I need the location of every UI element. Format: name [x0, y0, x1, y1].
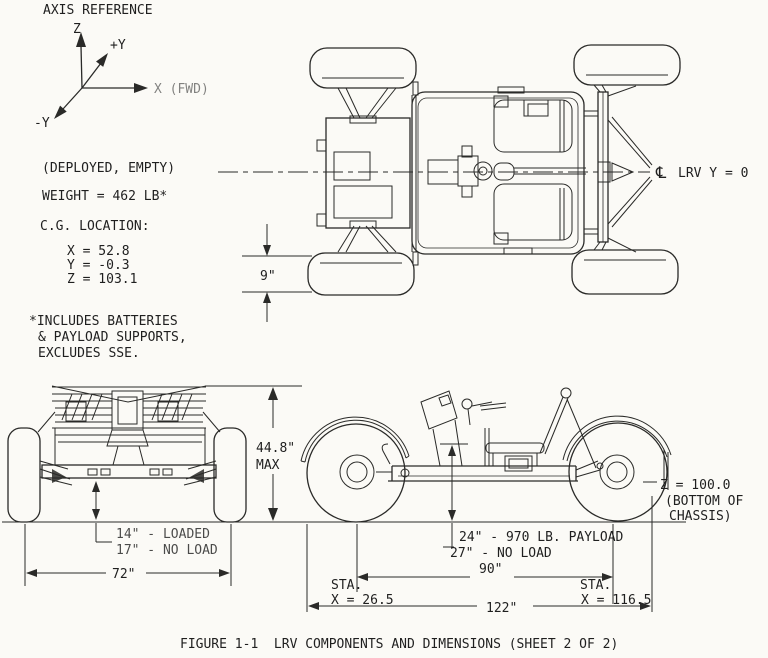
- footnote-line-2: & PAYLOAD SUPPORTS,: [38, 330, 187, 345]
- footnote-line-1: *INCLUDES BATTERIES: [29, 314, 178, 329]
- axis-plus-y-label: +Y: [110, 38, 126, 53]
- top-view-drawing: [218, 44, 681, 322]
- payload-clearance-dimension: [440, 443, 468, 548]
- wheelbase-dim: 90": [479, 562, 502, 577]
- seat-back: [539, 396, 597, 469]
- plan-wheel-front-right: [573, 44, 681, 86]
- seat-pan: [485, 442, 545, 454]
- rear-fender: [562, 415, 672, 490]
- cg-location-heading: C.G. LOCATION:: [40, 219, 150, 234]
- axis-minus-y-label: -Y: [34, 116, 50, 131]
- weight-value: WEIGHT = 462 LB*: [42, 189, 167, 204]
- clearance-loaded-dim: 14" - LOADED: [116, 527, 210, 542]
- noload-clearance-dim: 27" - NO LOAD: [450, 546, 552, 561]
- track-width-dim: 72": [112, 567, 135, 582]
- chassis-z-line-1: Z = 100.0: [660, 478, 730, 493]
- axis-z-label: Z: [73, 22, 81, 37]
- height-max-dim: 44.8": [256, 441, 295, 456]
- plan-seat-left: [493, 99, 573, 153]
- axis-x-fwd-label: X (FWD): [154, 82, 209, 97]
- plan-wheel-front-left: [309, 47, 417, 89]
- axis-x-arrowhead: [134, 83, 148, 93]
- plan-wheel-rear-right: [571, 249, 679, 295]
- rear-view-drawing: [7, 385, 302, 586]
- cg-x-value: X = 52.8: [67, 244, 130, 259]
- height-dimension: [205, 385, 302, 521]
- height-max-qualifier: MAX: [256, 458, 280, 473]
- side-wheel-rear: [568, 422, 668, 522]
- overall-length-dim: 122": [486, 601, 517, 616]
- axis-plus-y-arrowhead: [96, 53, 108, 67]
- centerline-symbol: ℄: [655, 163, 667, 182]
- center-chassis-floor: [411, 91, 585, 255]
- aft-chassis-section: [325, 117, 411, 229]
- wheelbase-dimension: [356, 524, 614, 604]
- sta-rear-label: STA.: [580, 578, 611, 593]
- side-view-drawing: [300, 387, 672, 612]
- track-width-dimension: [24, 524, 232, 586]
- chassis-z-line-3: CHASSIS): [669, 509, 732, 524]
- plan-seat-right: [493, 183, 573, 241]
- hand-controller: [467, 401, 493, 426]
- cg-z-value: Z = 103.1: [67, 272, 137, 287]
- clearance-dimension: [92, 481, 112, 543]
- axis-minus-y-arrowhead: [54, 105, 67, 119]
- sta-front-label: STA.: [331, 578, 362, 593]
- rear-wheel-left: [7, 427, 41, 523]
- sta-front-value: X = 26.5: [331, 593, 394, 608]
- deployed-empty-label: (DEPLOYED, EMPTY): [42, 161, 175, 176]
- payload-clearance-dim: 24" - 970 LB. PAYLOAD: [459, 530, 624, 545]
- wheel-width-dimension: [242, 224, 312, 322]
- axis-z-arrowhead: [76, 32, 86, 47]
- sta-rear-value: X = 116.5: [581, 593, 651, 608]
- cg-y-value: Y = -0.3: [67, 258, 130, 273]
- overall-length-dimension: [306, 496, 653, 612]
- axis-reference-title: AXIS REFERENCE: [43, 3, 153, 18]
- footnote-line-3: EXCLUDES SSE.: [38, 346, 140, 361]
- wheel-width-dim: 9": [260, 269, 276, 284]
- rear-wheel-right: [213, 427, 247, 523]
- plan-hand-controller: [473, 161, 493, 181]
- chassis-z-line-2: (BOTTOM OF: [665, 494, 743, 509]
- figure-caption: FIGURE 1-1 LRV COMPONENTS AND DIMENSIONS…: [180, 637, 618, 652]
- plan-wheel-rear-left: [307, 252, 415, 296]
- clearance-noload-dim: 17" - NO LOAD: [116, 543, 218, 558]
- rear-chassis-rail: [41, 464, 217, 479]
- front-fender: [300, 416, 410, 463]
- side-wheel-front: [306, 423, 406, 523]
- centerline-label: LRV Y = 0: [678, 166, 748, 181]
- control-console: [420, 390, 458, 430]
- axis-reference-diagram: [54, 32, 148, 119]
